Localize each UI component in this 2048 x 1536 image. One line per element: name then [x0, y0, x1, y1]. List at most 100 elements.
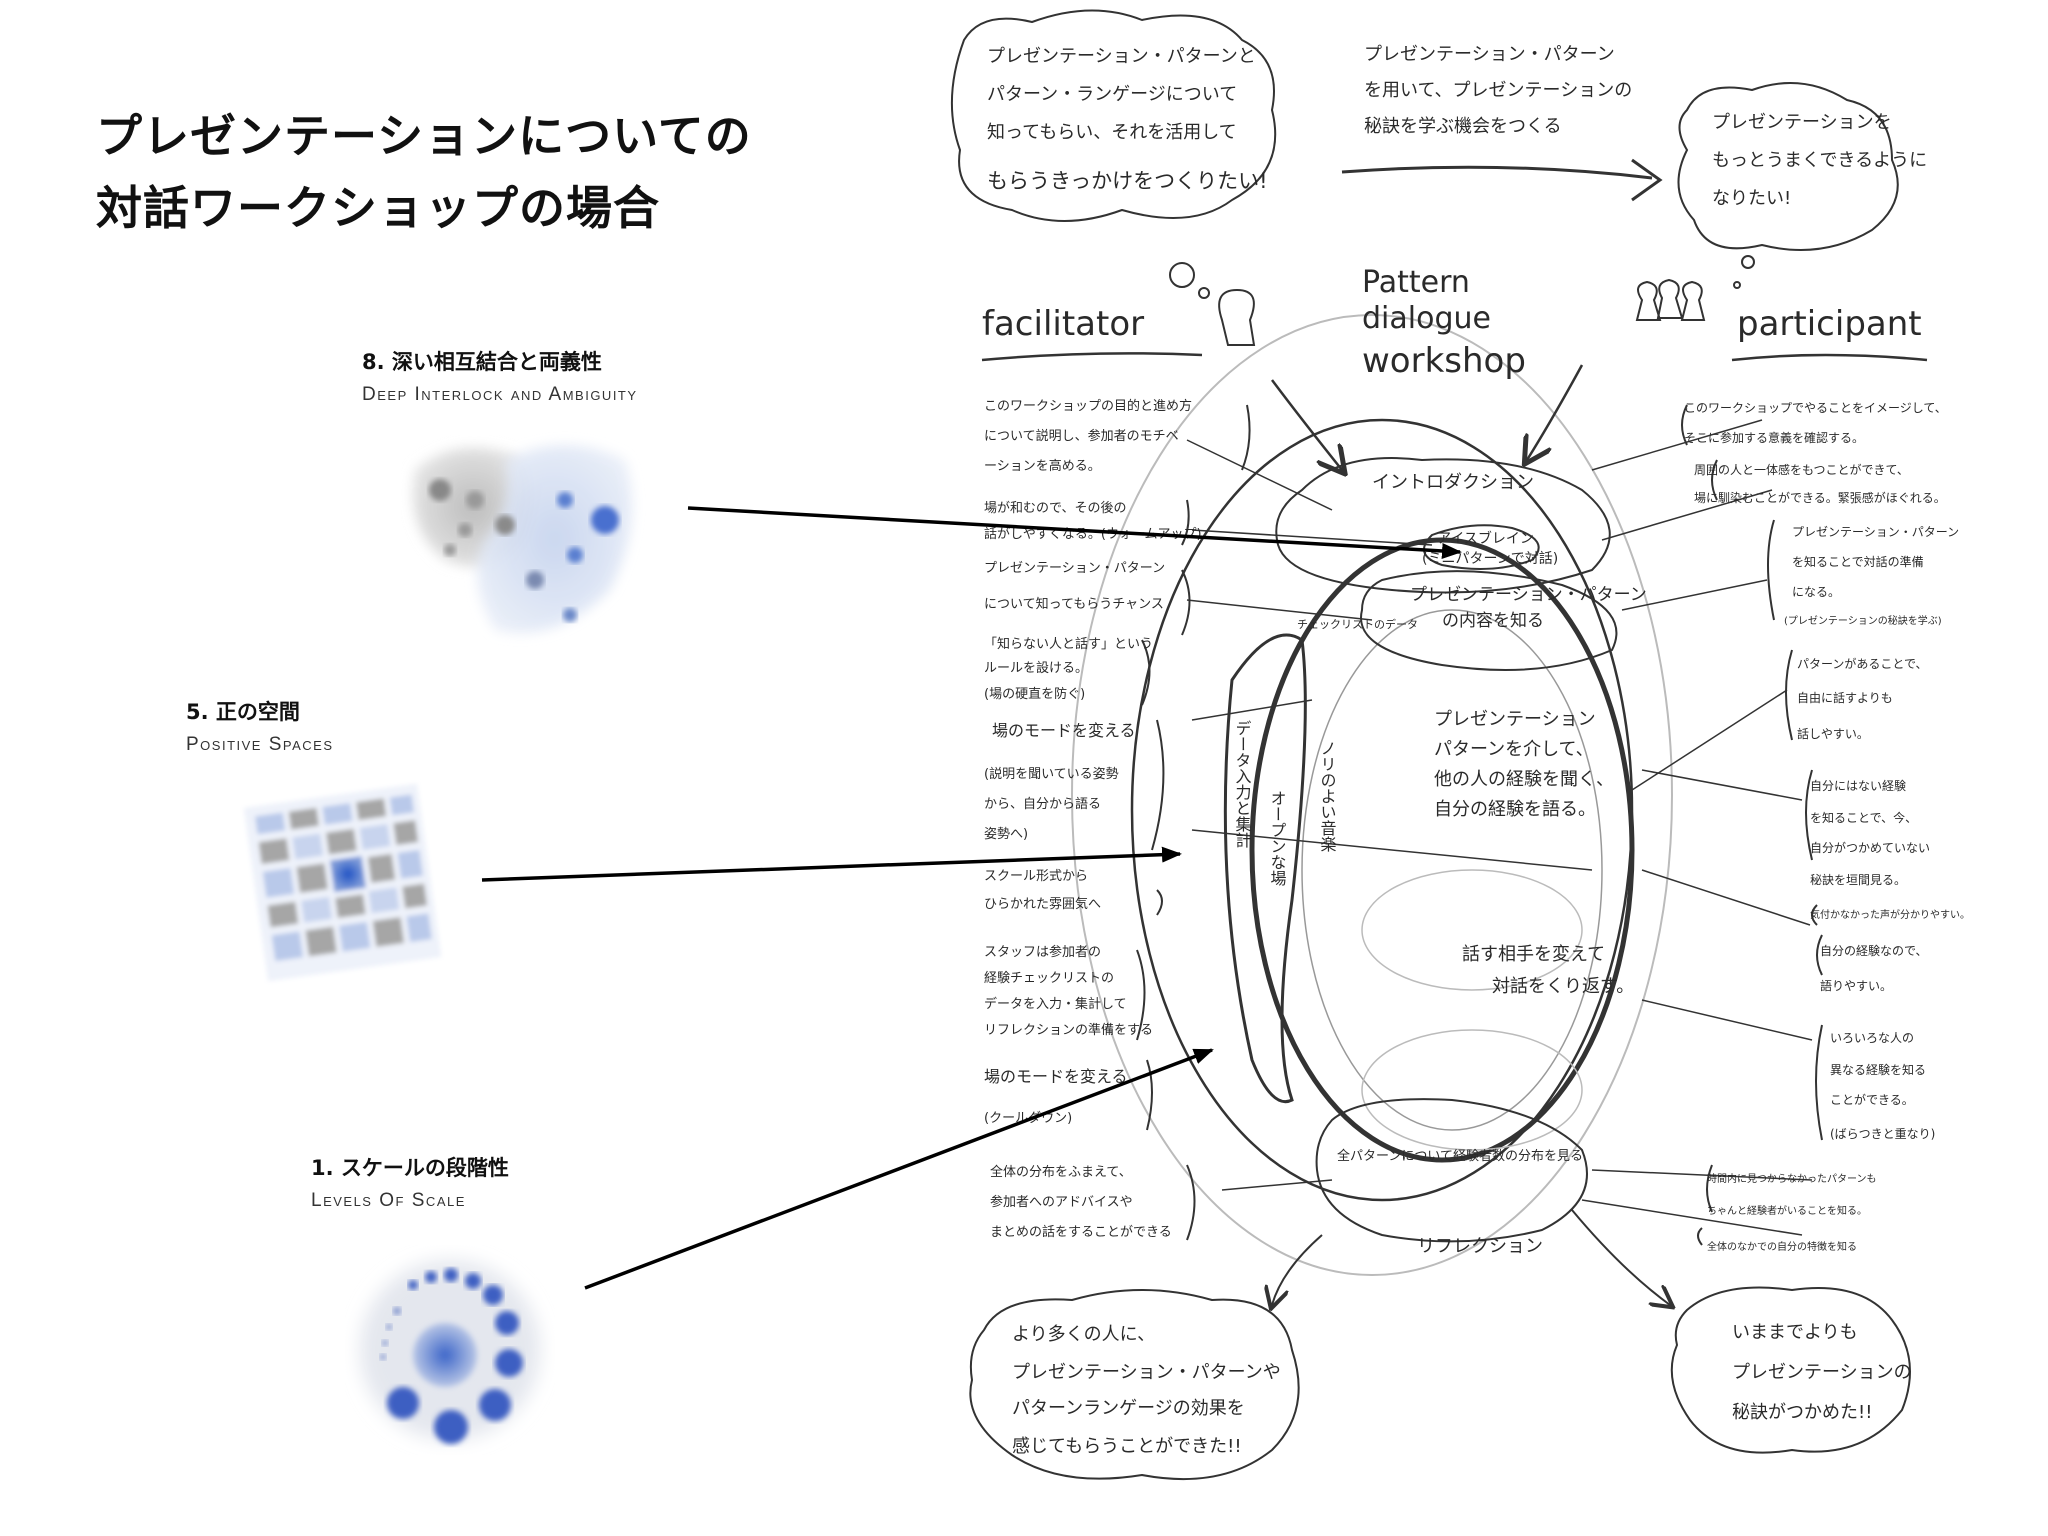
right-note-line: を知ることで、今、 [1810, 810, 1917, 825]
left-note-line: 場が和むので、その後の [984, 501, 1126, 516]
stage-reflection: リフレクション [1417, 1236, 1543, 1257]
bubble-bottom-right-line: 秘訣がつかめた!! [1732, 1402, 1872, 1423]
thought-bubble-icon [1198, 287, 1210, 299]
inner-text: 話す相手を変えて [1462, 944, 1605, 965]
left-note-line: について説明し、参加者のモチベ [984, 428, 1179, 444]
right-note-line: パターンがあることで、 [1797, 656, 1928, 671]
left-note-line: 話がしやすくなる。(ウォームアップ) [984, 526, 1202, 542]
arrow-interlock-to-icebreak [687, 506, 1462, 559]
left-note-line: 「知らない人と話す」という [984, 636, 1153, 652]
pattern-label-levels-of-scale: 1. スケールの段階性 Levels Of Scale [311, 1152, 509, 1212]
right-note-line: ちゃんと経験者がいることを知る。 [1707, 1204, 1867, 1217]
right-note-line: 自分がつかめていない [1810, 840, 1930, 855]
right-note-line: 自分の経験なので、 [1820, 943, 1928, 958]
bubble-bottom-left-line: より多くの人に、 [1012, 1324, 1155, 1345]
pattern-en: Levels Of Scale [311, 1190, 466, 1211]
title-line-1: プレゼンテーションについての [96, 109, 752, 163]
right-note-line: このワークショップでやることをイメージして、 [1684, 401, 1947, 415]
arrow-text-line: を用いて、プレゼンテーションの [1364, 80, 1632, 101]
left-note-line: リフレクションの準備をする [984, 1022, 1153, 1038]
stage-checklist: チェックリストのデータ [1297, 617, 1418, 631]
right-note-line: を知ることで対話の準備 [1792, 554, 1924, 569]
bubble-right-line: なりたい! [1712, 188, 1791, 209]
stage-intro: イントロダクション [1372, 472, 1534, 493]
inner-vertical-text: データ入力と集計 [1233, 720, 1252, 848]
right-note-line: 話しやすい。 [1797, 726, 1869, 741]
icebreak-stage-outline [1423, 524, 1540, 570]
inner-text: 自分の経験を語る。 [1434, 799, 1596, 820]
right-note-line: 場に馴染むことができる。緊張感がほぐれる。 [1694, 490, 1946, 505]
thought-bubble-icon [1741, 255, 1755, 269]
left-note-line: まとめの話をすることができる [990, 1224, 1172, 1240]
stage-icebreak: アイスブレイン [1437, 530, 1534, 547]
pattern-label-deep-interlock: 8. 深い相互結合と両義性 Deep Interlock and Ambigui… [362, 346, 638, 406]
inner-text: パターンを介して、 [1434, 739, 1594, 760]
left-note-line: 場のモードを変える [992, 721, 1136, 740]
right-note-line: 語りやすい。 [1820, 978, 1892, 993]
inner-text: 対話をくり返す。 [1492, 976, 1634, 997]
reflection-stage-outline [1315, 1098, 1588, 1243]
bubble-right-line: プレゼンテーションを [1712, 112, 1892, 133]
right-note-line: 時間内に見つからなかったパターンも [1707, 1172, 1877, 1185]
right-note-line: 気付かなかった声が分かりやすい。 [1810, 908, 1970, 921]
title-line-2: 対話ワークショップの場合 [96, 181, 660, 235]
dots-circle-icon [360, 1260, 540, 1444]
stage-presentation-sub: の内容を知る [1442, 611, 1544, 631]
arrow-positive-spaces-to-open-space [481, 846, 1182, 882]
right-note-line: そこに参加する意義を確認する。 [1684, 430, 1864, 445]
bubble-left-line: パターン・ランゲージについて [987, 84, 1237, 105]
left-note-line: 全体の分布をふまえて、 [990, 1164, 1132, 1180]
pattern-en: Deep Interlock and Ambiguity [362, 384, 638, 405]
right-note-line: 周囲の人と一体感をもつことができて、 [1694, 462, 1909, 477]
interlock-icon [413, 445, 633, 634]
center-title-line: workshop [1362, 341, 1526, 381]
left-note-line: このワークショップの目的と進め方 [984, 398, 1192, 414]
right-note-line: 自由に話すよりも [1797, 690, 1893, 705]
outer-ellipse [1071, 314, 1673, 1276]
arrow-text-line: 秘訣を学ぶ機会をつくる [1364, 116, 1562, 137]
inner-ellipse [1249, 537, 1635, 1163]
bubble-bottom-left-outline [969, 1289, 1300, 1481]
left-note-line: 姿勢へ) [984, 826, 1028, 842]
right-note-line: (プレゼンテーションの秘訣を学ぶ) [1784, 614, 1942, 627]
facilitator-label: facilitator [982, 304, 1144, 344]
left-note-line: 経験チェックリストの [984, 971, 1114, 986]
bubble-right-line: もっとうまくできるように [1712, 150, 1927, 171]
left-note-line: 参加者へのアドバイスや [990, 1194, 1133, 1210]
left-note-line: プレゼンテーション・パターン [984, 561, 1165, 576]
stage-distribution: 全パターンについて経験者数の分布を見る [1337, 1148, 1583, 1164]
bubble-bottom-right-line: いままでよりも [1732, 1322, 1858, 1343]
center-title-line: dialogue [1362, 301, 1491, 336]
left-note-line: スタッフは参加者の [984, 944, 1101, 960]
big-arrow [1341, 158, 1663, 202]
left-note-line: (場の硬直を防ぐ) [984, 686, 1085, 702]
right-note-line: 異なる経験を知る [1830, 1062, 1926, 1077]
right-note-line: ことができる。 [1830, 1092, 1914, 1107]
pattern-jp: 5. 正の空間 [186, 700, 300, 724]
facilitator-person-icon [1218, 288, 1256, 346]
inner-text: 他の人の経験を聞く、 [1434, 769, 1614, 790]
left-note-line: (説明を聞いている姿勢 [984, 766, 1119, 782]
right-note-line: 自分にはない経験 [1810, 778, 1906, 793]
bubble-bottom-left-line: 感じてもらうことができた!! [1012, 1436, 1242, 1457]
stage-presentation: プレゼンテーション・パターン [1410, 585, 1647, 605]
right-note-line: (ばらつきと重なり) [1830, 1127, 1935, 1141]
thought-bubble-icon [1733, 281, 1741, 289]
left-note-line: について知ってもらうチャンス [984, 596, 1164, 612]
left-note-line: ひらかれた雰囲気へ [984, 896, 1101, 912]
presentation-stage-outline [1360, 570, 1618, 671]
bubble-left-line: 知ってもらい、それを活用して [987, 122, 1237, 143]
right-note-line: 全体のなかでの自分の特徴を知る [1707, 1240, 1857, 1253]
grid-icon [243, 783, 442, 982]
right-note-line: プレゼンテーション・パターン [1792, 525, 1959, 539]
left-note-line: スクール形式から [984, 869, 1088, 884]
bubble-right-outline [1677, 81, 1899, 251]
open-space-outline [1223, 633, 1307, 1103]
pattern-label-positive-spaces: 5. 正の空間 Positive Spaces [186, 696, 334, 756]
pattern-en: Positive Spaces [186, 734, 334, 755]
bubble-left-line: プレゼンテーション・パターンと [987, 46, 1256, 67]
workshop-sketch: プレゼンテーション・パターンと パターン・ランゲージについて 知ってもらい、それ… [950, 9, 1970, 1481]
left-note-line: ーションを高める。 [984, 458, 1101, 474]
right-note-line: 秘訣を垣間見る。 [1810, 872, 1906, 887]
inner-text: プレゼンテーション [1434, 709, 1596, 730]
